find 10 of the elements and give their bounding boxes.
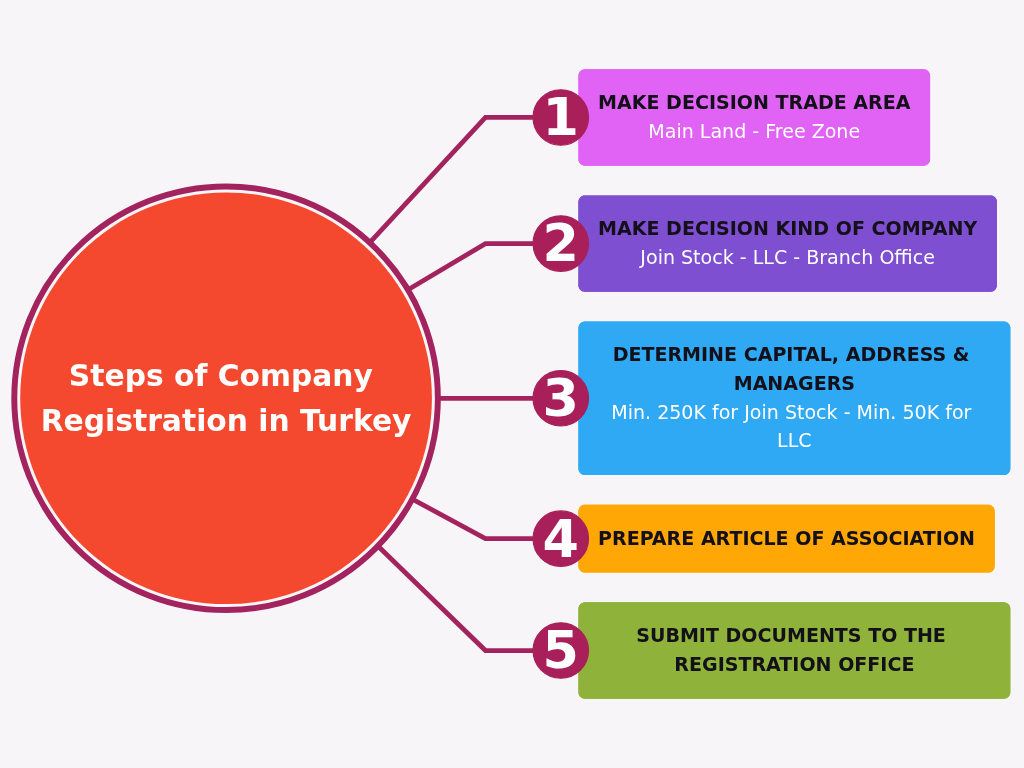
connector bbox=[406, 241, 534, 292]
node-circle: 2 bbox=[532, 215, 590, 272]
connector bbox=[376, 544, 534, 653]
node-circle: Steps of Company Registration in Turkey bbox=[11, 183, 441, 614]
node-circle: 1 bbox=[532, 89, 590, 146]
node-circle: 3 bbox=[532, 369, 590, 427]
node-circle: 5 bbox=[532, 622, 590, 679]
connector bbox=[411, 497, 534, 542]
connector bbox=[368, 115, 534, 245]
node-circle: 4 bbox=[532, 510, 590, 567]
